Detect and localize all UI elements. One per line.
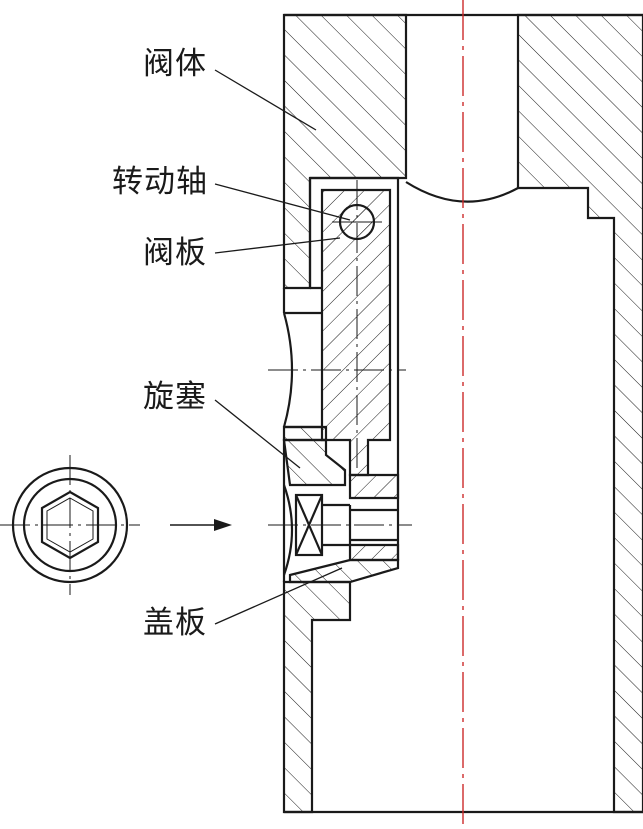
leader-rotating-shaft xyxy=(214,183,351,221)
valve-plate-pocket xyxy=(308,176,400,290)
leader-screw-plug xyxy=(214,399,301,469)
cover-plate xyxy=(288,558,400,584)
cover-plate-section xyxy=(288,558,400,584)
valve-body-left-wall-lower xyxy=(282,580,352,814)
label-valve-body: 阀体 xyxy=(143,46,207,82)
end-view xyxy=(0,455,140,595)
valve-body-right-wall xyxy=(516,13,643,814)
bore-profile xyxy=(405,181,519,203)
label-screw-plug: 旋塞 xyxy=(143,379,207,415)
seal-section xyxy=(282,484,398,576)
label-cover-plate: 盖板 xyxy=(143,605,207,641)
valve-body-left-wall-mid xyxy=(282,425,328,442)
screw-plug-thread xyxy=(348,473,400,500)
leader-lines xyxy=(214,69,351,625)
screw-plug-section xyxy=(282,438,400,562)
arrow-right-icon xyxy=(170,519,232,531)
leader-valve-plate xyxy=(214,237,341,254)
screw-plug xyxy=(282,438,347,487)
leader-valve-body xyxy=(214,69,317,131)
label-valve-plate: 阀板 xyxy=(143,235,207,271)
label-rotating-shaft: 转动轴 xyxy=(112,164,208,200)
screw-plug-lower-thread xyxy=(348,543,400,562)
leader-cover-plate xyxy=(214,567,343,625)
